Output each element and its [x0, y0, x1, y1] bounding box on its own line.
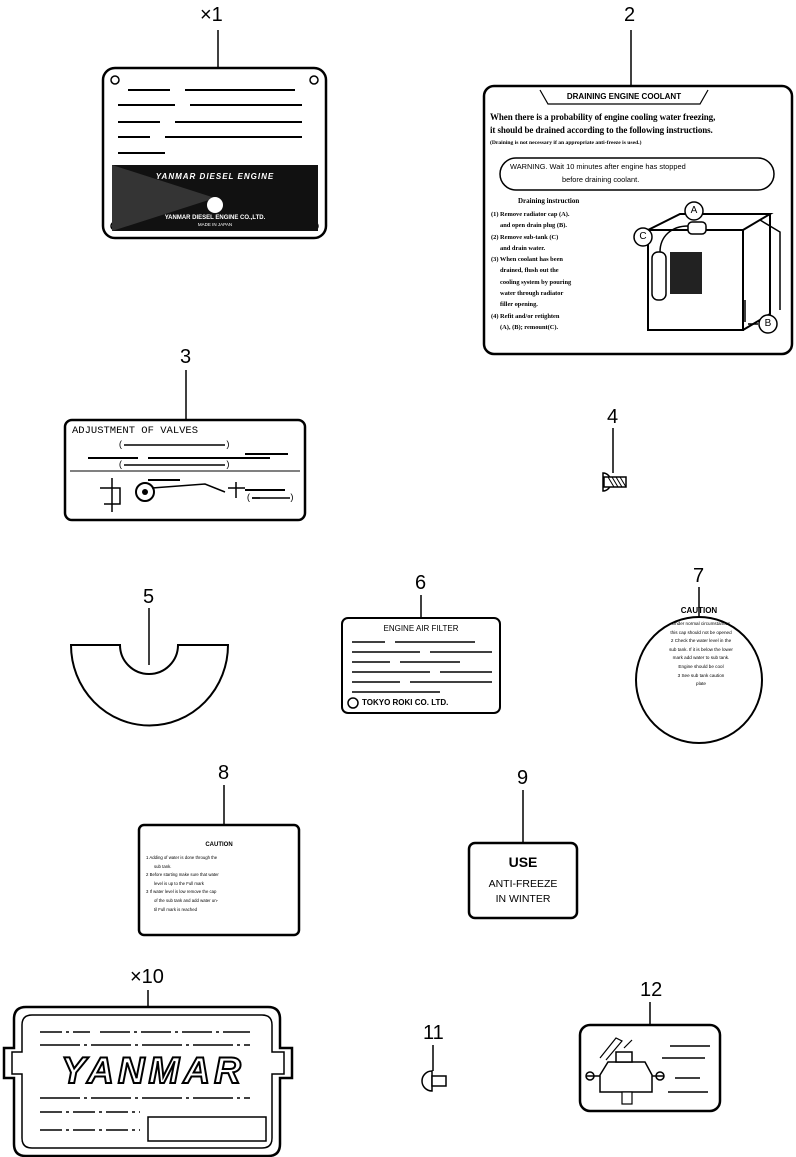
plate2-warning-line-1: WARNING. Wait 10 minutes after engine ha…	[510, 162, 686, 171]
plate2-step: drained, flush out the	[500, 267, 559, 275]
plate8-line: sub tank.	[154, 863, 172, 869]
plate7-title: CAUTION	[680, 606, 718, 615]
plate2-step: cooling system by pouring	[500, 278, 572, 286]
callout-3: 3	[180, 346, 192, 368]
plate1-brand: YANMAR DIESEL ENGINE	[155, 172, 275, 181]
plate2-label-c: C	[639, 231, 647, 242]
callout-2: 2	[624, 4, 636, 26]
svg-text:(: (	[118, 460, 123, 470]
callout-11: 11	[423, 1022, 444, 1044]
part-12-subtank-plate	[578, 1002, 722, 1113]
plate2-note: (Draining is not necessary if an appropr…	[490, 140, 642, 146]
svg-text:(: (	[246, 493, 251, 503]
plate7-line: this cap should not be opened	[670, 629, 732, 635]
plate8-line: of the sub tank and add water un-	[154, 897, 219, 903]
plate2-warning-line-2: before draining coolant.	[562, 175, 640, 184]
plate7-line: 2 Check the water level in the	[670, 638, 732, 644]
plate1-maker: YANMAR DIESEL ENGINE CO.,LTD.	[164, 215, 266, 221]
part-7-radiator-cap-caution	[635, 587, 763, 744]
part-6-air-filter-plate	[341, 595, 501, 714]
part-4-rivet	[602, 428, 627, 492]
plate2-step: water through radiator	[500, 290, 564, 298]
part-10-yanmar-emblem	[2, 990, 294, 1157]
part-8-caution-plate	[137, 785, 301, 937]
plate9-line-3: IN WINTER	[495, 893, 551, 905]
plate2-step: (4) Refit and/or retighten	[491, 312, 560, 320]
plate10-brand: YANMAR	[60, 1049, 245, 1092]
part-9-antifreeze-plate	[467, 790, 579, 920]
callout-8: 8	[218, 762, 230, 784]
plate2-steps: (1) Remove radiator cap (A). and open dr…	[491, 209, 641, 333]
plate2-intro-line-2: it should be drained according to the fo…	[490, 125, 713, 135]
plate7-line: sub tank. If it is below the lower	[669, 646, 733, 652]
plate2-step: (3) When coolant has been	[491, 256, 563, 264]
plate2-instruction-heading: Draining instruction	[518, 197, 580, 205]
callout-7: 7	[693, 565, 705, 587]
plate2-label-a: A	[690, 205, 698, 216]
plate2-step: and drain water.	[500, 244, 546, 252]
plate2-step: and open drain plug (B).	[500, 222, 567, 230]
plate7-line: Engine should be cool	[678, 663, 724, 669]
part-2-coolant-plate	[482, 30, 794, 356]
plate7-line: plate	[696, 681, 706, 687]
svg-text:(: (	[118, 440, 123, 450]
plate6-maker: TOKYO ROKI CO. LTD.	[362, 698, 449, 707]
callout-5: 5	[143, 586, 155, 608]
plate2-title: DRAINING ENGINE COOLANT	[566, 92, 682, 101]
plate8-line: 2 Before starting make sure that water	[146, 872, 219, 878]
plate2-step: (2) Remove sub-tank (C)	[491, 233, 559, 241]
plate7-line: Under normal circumstances	[671, 621, 731, 626]
callout-9: 9	[517, 767, 529, 789]
plate8-line: 1 Adding of water is done through the	[146, 855, 218, 860]
plate8-line: 3 If water level is low remove the cap	[146, 889, 217, 895]
plate8-title: CAUTION	[205, 842, 233, 848]
plate8-line: level is up to the Full mark	[154, 880, 204, 886]
callout-12: 12	[640, 979, 663, 1001]
svg-text:): )	[225, 460, 230, 470]
part-11-pin	[421, 1045, 447, 1092]
plate2-step: (1) Remove radiator cap (A).	[491, 211, 570, 218]
plate8-line: til Full mark is reached	[154, 906, 197, 912]
callout-10: ×10	[130, 966, 164, 988]
part-1-name-plate	[101, 30, 328, 240]
callout-6: 6	[415, 572, 427, 594]
part-3-valve-plate: ( ) ( ) ( )	[63, 370, 307, 522]
plate2-label-b: B	[764, 318, 772, 329]
svg-text:): )	[225, 440, 230, 450]
callout-4: 4	[607, 406, 619, 428]
plate7-line: mark add water to sub tank.	[672, 655, 730, 661]
plate9-line-2: ANTI-FREEZE	[488, 878, 558, 890]
plate8-lines: 1 Adding of water is done through the su…	[146, 854, 294, 914]
plate2-step: filler opening.	[500, 301, 538, 309]
plate1-origin: MADE IN JAPAN	[197, 222, 233, 227]
plate7-line: 3 See sub tank caution	[677, 672, 725, 678]
plate6-title: ENGINE AIR FILTER	[383, 624, 459, 633]
plate2-step: (A), (B); remount(C).	[500, 323, 559, 331]
plate7-lines: Under normal circumstances this cap shou…	[646, 620, 756, 689]
plate9-line-1: USE	[508, 854, 538, 870]
plate2-intro-line-1: When there is a probability of engine co…	[490, 112, 716, 122]
svg-text:): )	[289, 493, 294, 503]
callout-1: ×1	[200, 4, 223, 26]
part-5-shield-plate	[69, 608, 230, 727]
plate3-title: ADJUSTMENT OF VALVES	[72, 425, 199, 437]
